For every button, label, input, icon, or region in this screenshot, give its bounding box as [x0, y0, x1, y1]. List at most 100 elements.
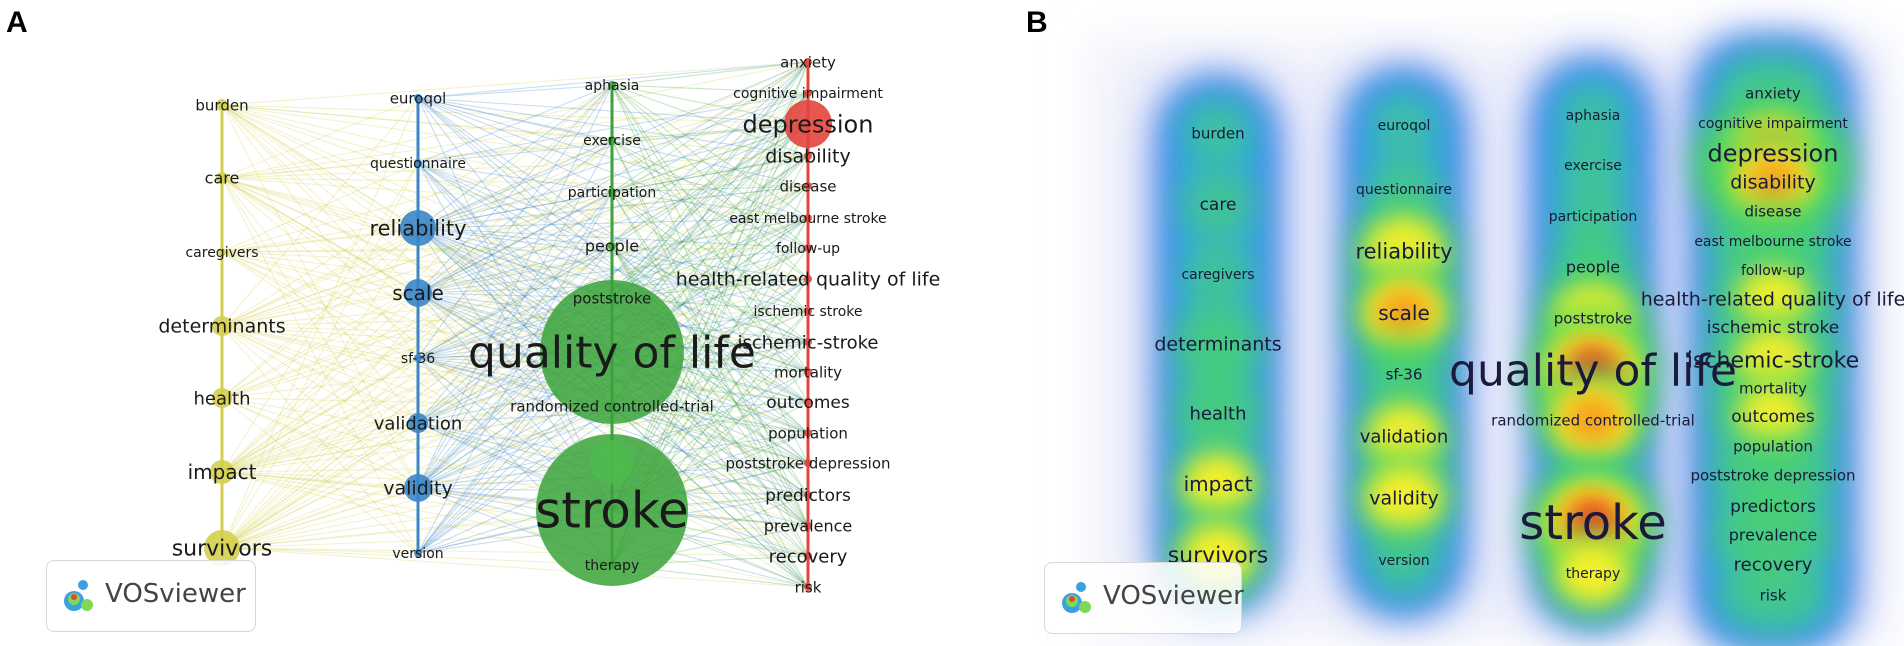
link-health-reliability — [221, 227, 419, 399]
vosviewer-badge: VOSviewer — [1044, 562, 1244, 634]
node-population[interactable] — [804, 429, 812, 437]
node-stroke[interactable] — [536, 434, 688, 586]
link-participation-mortality — [611, 191, 809, 373]
node-predictors[interactable] — [804, 491, 812, 499]
link-impact-mortality — [221, 371, 809, 473]
node-exercise[interactable] — [608, 136, 616, 144]
link-impact-depression — [221, 123, 809, 473]
label-aphasia: aphasia — [585, 78, 640, 94]
node-disability[interactable] — [804, 152, 812, 160]
density-hotspot — [1376, 288, 1432, 338]
link-burden-ischemic-stroke — [221, 104, 809, 312]
density-label-participation: participation — [1549, 209, 1637, 225]
density-hotspot — [1366, 465, 1442, 531]
node-mortality[interactable] — [804, 368, 812, 376]
node-risk[interactable] — [804, 583, 812, 591]
density-blob — [1172, 300, 1264, 388]
link-care-population — [221, 177, 809, 434]
node-east-melbourne-stroke[interactable] — [804, 214, 812, 222]
node-randomized-controlled-trial[interactable] — [608, 402, 616, 410]
node-ischemic-stroke[interactable] — [804, 338, 812, 346]
node-disease[interactable] — [804, 182, 812, 190]
node-quality-of-life[interactable] — [540, 280, 684, 424]
link-caregivers-cognitive-impairment — [221, 92, 809, 253]
node-caregivers[interactable] — [218, 248, 226, 256]
density-label-burden: burden — [1191, 124, 1244, 142]
node-aphasia[interactable] — [608, 81, 616, 89]
node-follow-up[interactable] — [804, 244, 812, 252]
density-hotspot — [1564, 394, 1622, 446]
node-impact[interactable] — [210, 460, 234, 484]
node-determinants[interactable] — [212, 316, 232, 336]
node-scale[interactable] — [404, 279, 432, 307]
node-reliability[interactable] — [400, 210, 436, 246]
density-label-disease: disease — [1745, 202, 1802, 220]
link-care-disease — [221, 177, 809, 187]
link-survivors-risk — [221, 547, 809, 588]
link-determinants-east-melbourne-stroke — [221, 217, 809, 327]
node-questionnaire[interactable] — [414, 159, 422, 167]
node-care[interactable] — [216, 172, 228, 184]
node-ischemic-stroke[interactable] — [804, 307, 812, 315]
node-people[interactable] — [608, 242, 616, 250]
link-impact-poststroke-depression — [221, 462, 809, 473]
density-label-health: health — [1190, 403, 1247, 424]
link-stroke-cognitive-impairment — [611, 92, 809, 511]
link-euroqol-exercise — [417, 97, 613, 141]
density-hotspot — [1738, 386, 1808, 446]
node-euroqol[interactable] — [414, 94, 422, 102]
link-euroqol-aphasia — [417, 84, 613, 99]
node-layer — [204, 58, 832, 591]
node-depression[interactable] — [784, 100, 832, 148]
density-label-stroke: stroke — [1519, 495, 1667, 551]
node-therapy[interactable] — [608, 561, 616, 569]
density-label-population: population — [1733, 437, 1813, 455]
node-participation[interactable] — [608, 188, 616, 196]
link-determinants-recovery — [221, 325, 809, 557]
link-burden-sf-36 — [221, 104, 419, 359]
node-version[interactable] — [414, 549, 422, 557]
node-health-related-quality-of-life[interactable] — [804, 275, 812, 283]
density-label-validation: validation — [1360, 426, 1449, 447]
node-burden[interactable] — [216, 99, 228, 111]
link-euroqol-anxiety — [417, 61, 809, 99]
link-version-participation — [417, 191, 613, 554]
density-label-depression: depression — [1708, 139, 1839, 167]
node-health[interactable] — [212, 388, 232, 408]
density-blob — [1172, 369, 1264, 457]
link-care-euroqol — [221, 97, 419, 179]
label-prevalence: prevalence — [764, 517, 853, 536]
density-label-validity: validity — [1369, 488, 1438, 510]
link-impact-ischemic-stroke — [221, 310, 809, 473]
link-impact-follow-up — [221, 247, 809, 473]
node-poststroke-depression[interactable] — [804, 459, 812, 467]
link-burden-mortality — [221, 104, 809, 373]
label-poststroke: poststroke — [573, 289, 652, 307]
label-impact: impact — [188, 460, 257, 484]
node-outcomes[interactable] — [804, 398, 812, 406]
node-cognitive-impairment[interactable] — [804, 89, 812, 97]
link-people-predictors — [611, 245, 809, 496]
density-label-determinants: determinants — [1154, 334, 1281, 356]
link-aphasia-mortality — [611, 84, 809, 373]
link-impact-cognitive-impairment — [221, 92, 809, 473]
node-sf-36[interactable] — [414, 354, 422, 362]
label-cognitive-impairment: cognitive impairment — [733, 86, 883, 102]
link-exercise-follow-up — [611, 139, 809, 249]
link-burden-predictors — [221, 104, 809, 496]
link-care-prevalence — [221, 177, 809, 527]
node-validity[interactable] — [404, 474, 432, 502]
link-caregivers-disease — [221, 185, 809, 253]
node-validation[interactable] — [408, 413, 428, 433]
density-hotspot — [1745, 157, 1801, 207]
node-recovery[interactable] — [804, 552, 812, 560]
node-anxiety[interactable] — [804, 58, 812, 66]
node-survivors[interactable] — [204, 530, 240, 566]
density-blob — [1710, 491, 1836, 579]
link-determinants-disability — [221, 155, 809, 327]
link-participation-prevalence — [611, 191, 809, 527]
node-prevalence[interactable] — [804, 522, 812, 530]
link-health-disease — [221, 185, 809, 399]
link-poststroke-east-melbourne-stroke — [611, 217, 809, 299]
